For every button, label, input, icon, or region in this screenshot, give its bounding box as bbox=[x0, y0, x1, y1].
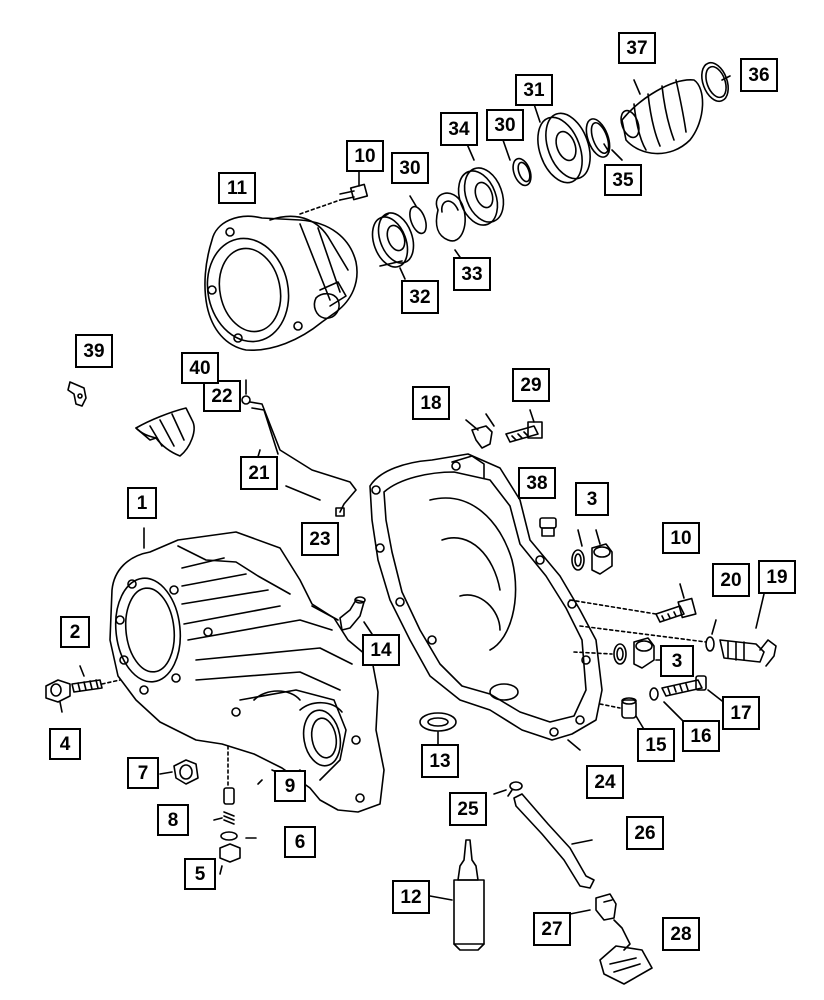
sealant-tube-drawing bbox=[429, 839, 485, 951]
callout-18: 18 bbox=[412, 386, 450, 420]
callout-30-left: 30 bbox=[391, 152, 429, 184]
callout-2: 2 bbox=[60, 616, 90, 648]
leader-lines-top bbox=[358, 75, 731, 280]
clip-drawing bbox=[67, 381, 87, 407]
callout-24: 24 bbox=[586, 765, 624, 799]
callout-10-upper: 10 bbox=[346, 140, 384, 172]
callout-8: 8 bbox=[157, 804, 189, 836]
callout-3-upper: 3 bbox=[575, 482, 609, 516]
small-ring-drawing bbox=[512, 157, 532, 187]
callout-23: 23 bbox=[301, 522, 339, 556]
callout-4: 4 bbox=[49, 728, 81, 760]
callout-31: 31 bbox=[515, 74, 553, 106]
front-case-drawing bbox=[109, 531, 385, 813]
callout-34: 34 bbox=[440, 112, 478, 146]
callout-17: 17 bbox=[722, 696, 760, 730]
rear-case-drawing bbox=[369, 453, 603, 751]
callout-14: 14 bbox=[362, 634, 400, 666]
callout-22: 22 bbox=[203, 380, 241, 412]
callout-13: 13 bbox=[421, 744, 459, 778]
callout-15: 15 bbox=[637, 728, 675, 762]
drain-parts-drawing bbox=[213, 745, 257, 875]
callout-30-right: 30 bbox=[486, 109, 524, 141]
callout-32: 32 bbox=[401, 280, 439, 314]
callout-6: 6 bbox=[284, 826, 316, 858]
seal-drawing bbox=[419, 712, 457, 745]
callout-11: 11 bbox=[218, 172, 256, 204]
switch-drawing bbox=[579, 593, 777, 667]
callout-36: 36 bbox=[740, 58, 778, 92]
callout-39: 39 bbox=[75, 334, 113, 368]
callout-27: 27 bbox=[533, 912, 571, 946]
callout-1: 1 bbox=[127, 487, 157, 519]
vent-elbow-drawing bbox=[311, 596, 373, 635]
callout-40: 40 bbox=[181, 352, 219, 384]
leader-lines-misc bbox=[143, 379, 507, 795]
fill-plug-drawing bbox=[539, 517, 557, 537]
callout-28: 28 bbox=[662, 917, 700, 951]
bearing-drawing bbox=[371, 212, 415, 268]
extension-housing-drawing bbox=[204, 215, 358, 351]
callout-37: 37 bbox=[618, 32, 656, 64]
stud-nut-drawing bbox=[45, 665, 121, 713]
callout-9: 9 bbox=[274, 770, 306, 802]
disc-drawing bbox=[537, 112, 591, 184]
wire-harness-drawing bbox=[241, 395, 357, 517]
flange-drawing bbox=[457, 167, 505, 226]
callout-5: 5 bbox=[184, 858, 216, 890]
callout-19: 19 bbox=[758, 560, 796, 594]
callout-10-lower: 10 bbox=[662, 522, 700, 554]
callout-33: 33 bbox=[453, 257, 491, 291]
bolt-upper-drawing bbox=[299, 183, 369, 215]
plug-gasket-upper-drawing bbox=[571, 529, 613, 575]
callout-29: 29 bbox=[512, 368, 550, 402]
boot-drawing bbox=[620, 79, 704, 155]
bracket-bolt-drawing bbox=[465, 409, 543, 449]
strap-drawing bbox=[135, 407, 195, 457]
callout-3-lower: 3 bbox=[660, 645, 694, 677]
callout-25: 25 bbox=[449, 792, 487, 826]
bolt-lower-drawing bbox=[569, 583, 697, 623]
callout-35: 35 bbox=[604, 164, 642, 196]
vent-tube-drawing bbox=[507, 781, 653, 985]
callout-20: 20 bbox=[712, 563, 750, 597]
callout-38: 38 bbox=[518, 467, 556, 499]
ring-35-drawing bbox=[585, 118, 611, 158]
callout-16: 16 bbox=[682, 720, 720, 752]
callout-21: 21 bbox=[240, 456, 278, 490]
plug-drawing bbox=[159, 759, 199, 785]
callout-26: 26 bbox=[626, 816, 664, 850]
callout-7: 7 bbox=[127, 757, 159, 789]
callout-12: 12 bbox=[392, 880, 430, 914]
snap-rings-drawing bbox=[409, 192, 466, 242]
